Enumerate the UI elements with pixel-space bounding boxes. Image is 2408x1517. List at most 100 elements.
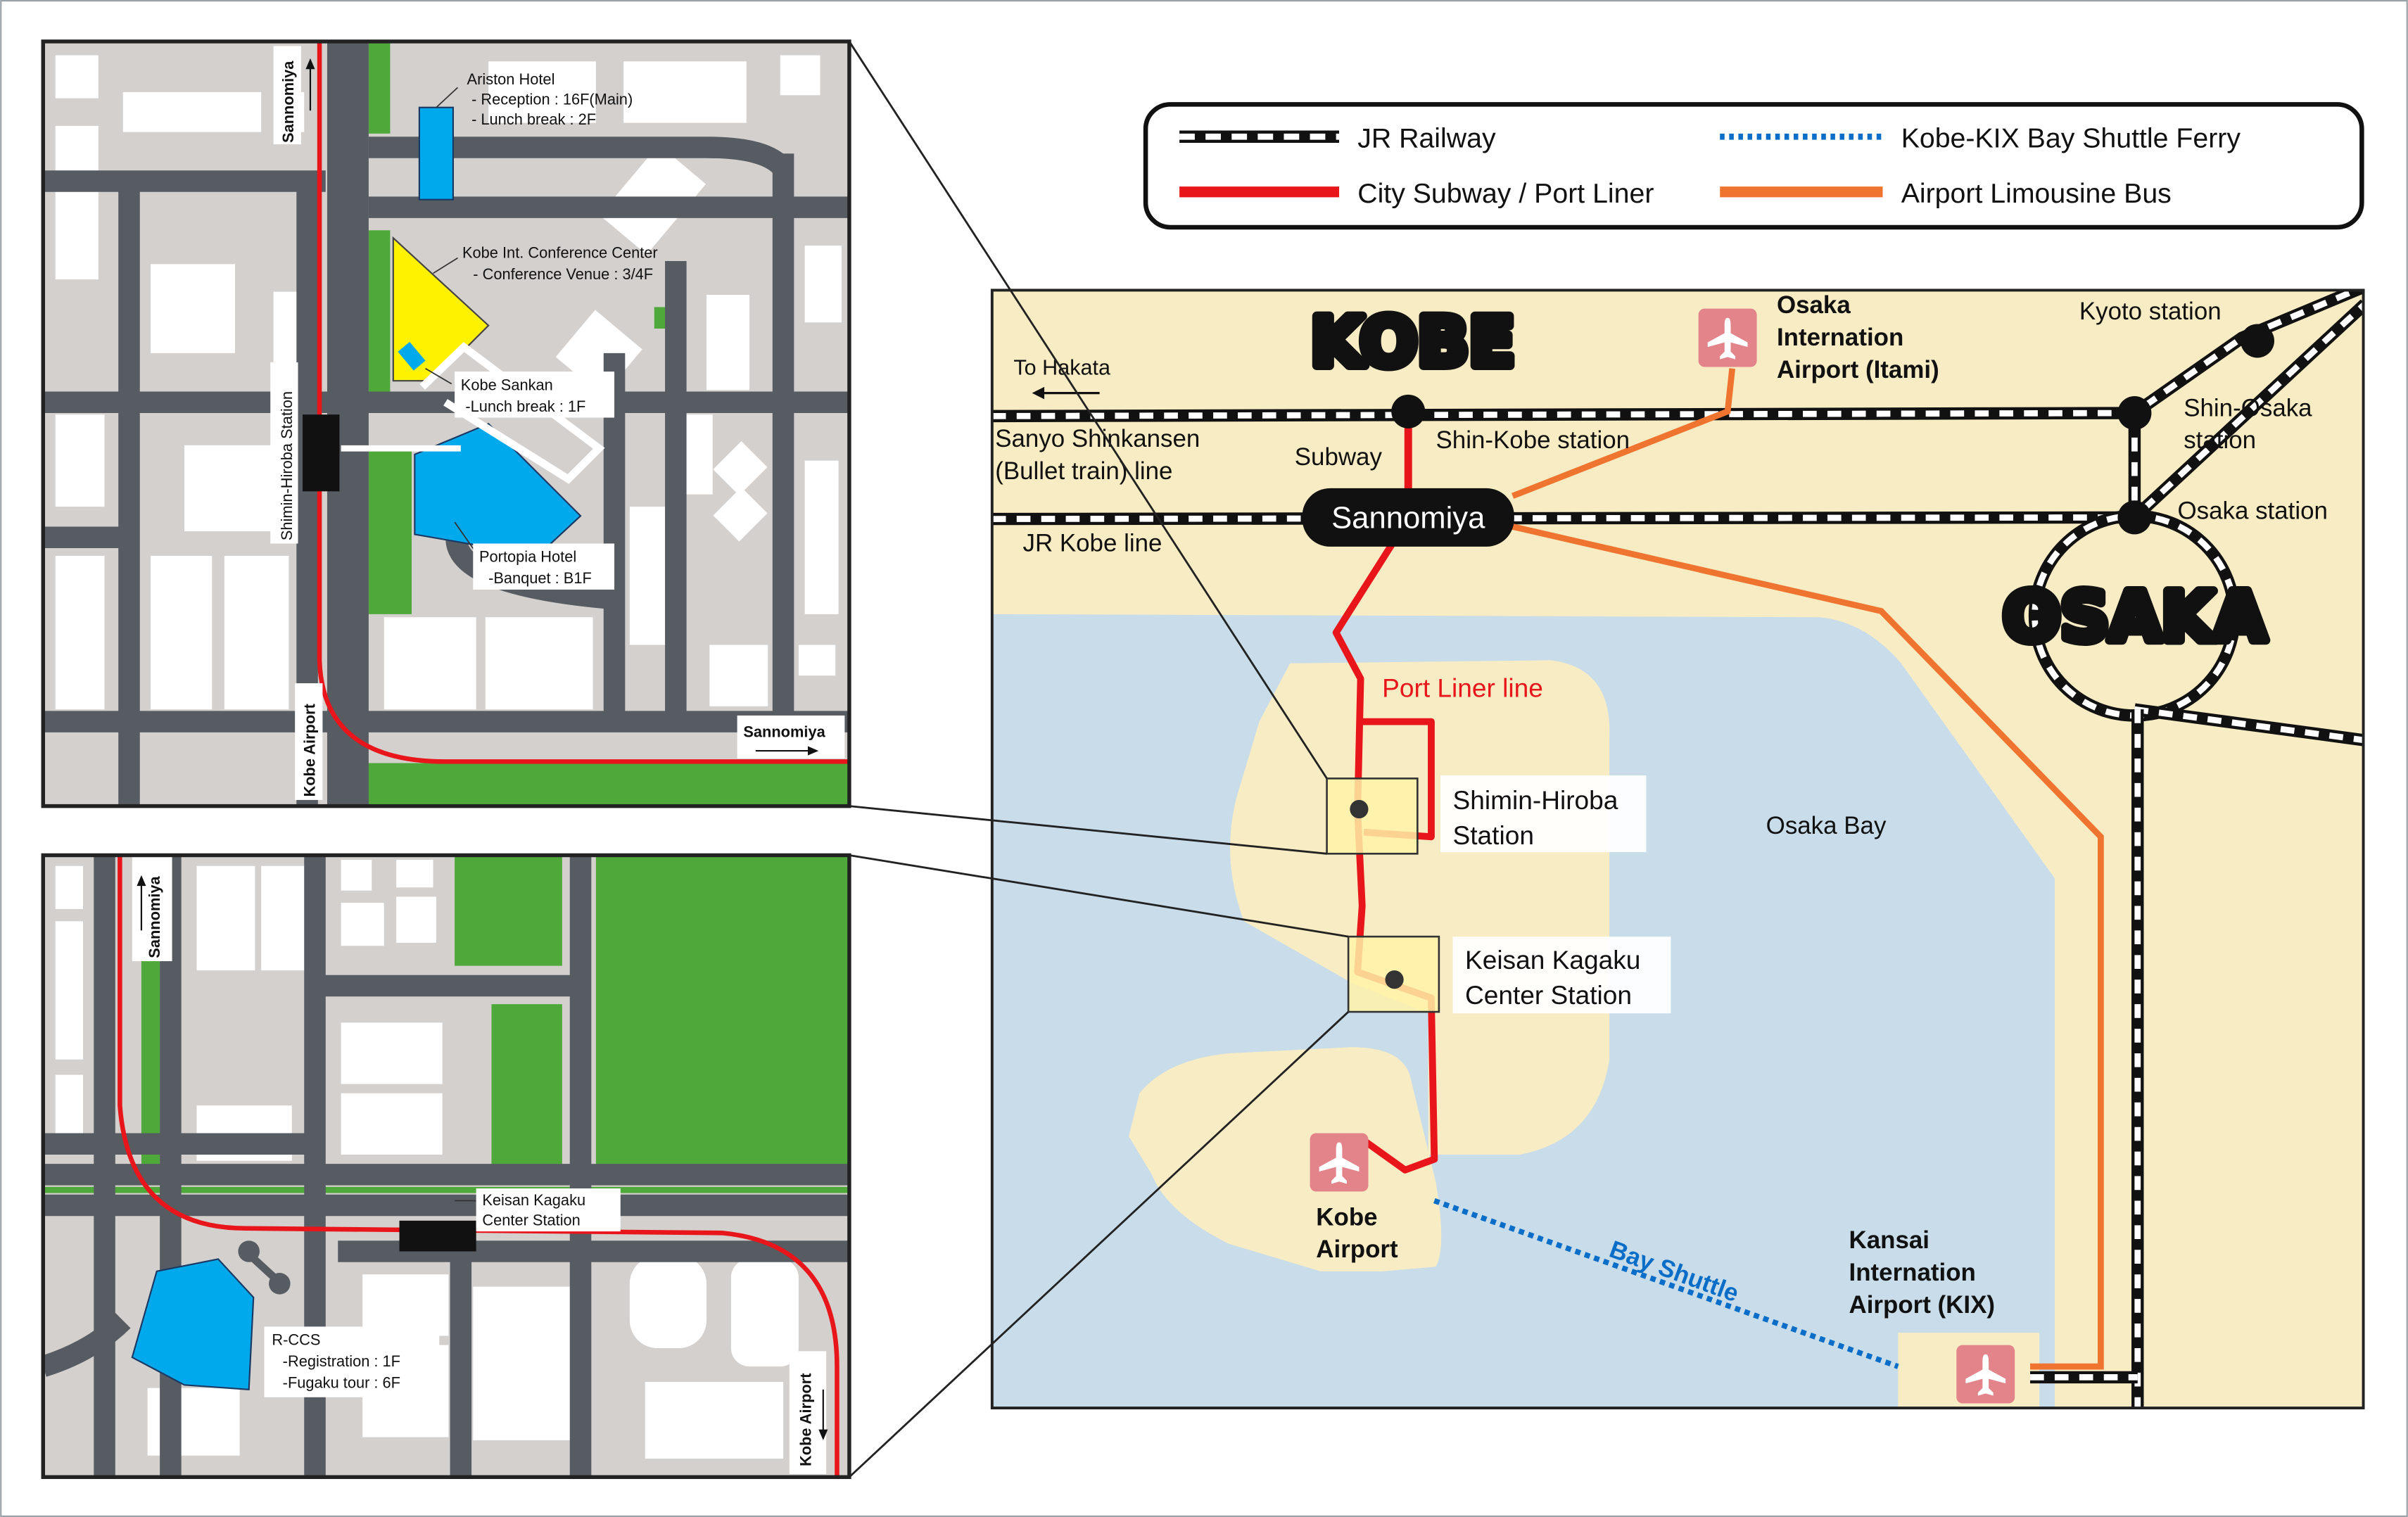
bay-shuttle-route — [1433, 1198, 1899, 1369]
ariston-hotel-building — [418, 106, 455, 201]
kyoto-label: Kyoto station — [2079, 298, 2222, 325]
shinkansen-line-label-2: (Bullet train) line — [995, 457, 1172, 485]
rccs-label-bg — [264, 1326, 440, 1397]
walkway — [419, 342, 605, 484]
legend-box — [1143, 102, 2364, 230]
portopia-label-bg — [473, 543, 615, 590]
sankan-label-1: Kobe Sankan — [461, 376, 553, 393]
inset-bottom-buildings — [55, 860, 799, 1459]
kix-label-2: Internation — [1849, 1259, 1976, 1286]
legend: JR Railway City Subway / Port Liner Kobe… — [1143, 102, 2364, 230]
shin-osaka-station-dot — [2117, 396, 2152, 431]
shin-osaka-label-2: station — [2184, 426, 2256, 454]
legend-subway-label: City Subway / Port Liner — [1357, 178, 1654, 209]
kobe-airport-island — [1129, 1047, 1442, 1271]
sannomiya-bottom-bg — [132, 856, 172, 962]
main-map: Sannomiya KOBE KOBE OSAKA OSAKA To Hakat… — [990, 288, 2365, 1410]
keisan-kagaku-dot — [1385, 970, 1404, 989]
port-liner-label: Port Liner line — [1382, 673, 1543, 703]
osaka-title: OSAKA — [2003, 578, 2267, 656]
to-hakata-label: To Hakata — [1013, 355, 1110, 379]
kobe-airport-label-1: Kobe — [1316, 1203, 1377, 1231]
legend-jr-label: JR Railway — [1357, 122, 1496, 153]
shimin-station-label-bg — [270, 362, 298, 544]
itami-label-3: Airport (Itami) — [1777, 356, 1939, 383]
ariston-label-3: - Lunch break : 2F — [471, 110, 596, 128]
keisan-label-bg — [476, 1188, 621, 1232]
kobe-airport-bottom-bg — [789, 1351, 827, 1474]
shin-kobe-station-dot — [1391, 394, 1426, 429]
osaka-station-label: Osaka station — [2178, 497, 2328, 525]
keisan-kagaku-label-bg — [1452, 937, 1671, 1014]
portopia-label-1: Portopia Hotel — [479, 548, 576, 566]
keisan-kagaku-station-block — [399, 1220, 476, 1252]
rccs-label-1: R-CCS — [272, 1331, 320, 1349]
inset-keisan-kagaku: Keisan Kagaku Center Station R-CCS -Regi… — [41, 853, 851, 1479]
conference-label-1: Kobe Int. Conference Center — [462, 244, 658, 262]
sannomiya-top-arrow — [305, 58, 315, 111]
shimin-hiroba-station-block — [303, 414, 340, 492]
kix-label-3: Airport (KIX) — [1849, 1291, 1995, 1319]
itami-airport-icon — [1698, 308, 1757, 367]
osaka-bay-label: Osaka Bay — [1766, 812, 1887, 839]
osaka-shore — [2142, 721, 2364, 1409]
shimin-hiroba-label-1: Shimin-Hiroba — [1453, 785, 1618, 815]
bus-to-kix — [1512, 523, 2104, 1370]
shinkansen-line-label-1: Sanyo Shinkansen — [995, 425, 1200, 452]
shin-osaka-label-1: Shin-Osaka — [2184, 394, 2312, 421]
conference-label-2: - Conference Venue : 3/4F — [473, 265, 653, 283]
kobe-airport-label-2: Airport — [1316, 1236, 1398, 1263]
rccs-building — [131, 1240, 291, 1391]
shimin-hiroba-box — [1326, 777, 1419, 855]
sannomiya-top-label: Sannomiya — [279, 61, 297, 143]
itami-label-1: Osaka — [1777, 291, 1851, 319]
inset-shimin-hiroba: Ariston Hotel - Reception : 16F(Main) - … — [41, 39, 851, 808]
shimin-hiroba-label-2: Station — [1453, 820, 1534, 850]
main-map-frame — [990, 288, 2365, 1410]
keisan-kagaku-label-1: Keisan Kagaku — [1465, 945, 1640, 975]
shin-kobe-label: Shin-Kobe station — [1436, 426, 1630, 454]
sannomiya-bottom-arrow — [137, 875, 146, 931]
shimin-station-label: Shimin-Hiroba Station — [278, 391, 296, 540]
portopia-hotel-building — [414, 422, 582, 557]
sannomiya-right-label: Sannomiya — [743, 723, 825, 740]
ariston-label-2: - Reception : 16F(Main) — [471, 90, 633, 108]
sannomiya-pill — [1302, 488, 1514, 547]
inset-bottom-frame — [41, 853, 851, 1479]
inset-top-port-liner — [317, 41, 849, 764]
sannomiya-bottom-label: Sannomiya — [146, 875, 163, 958]
rccs-label-3: -Fugaku tour : 6F — [283, 1374, 400, 1392]
kobe-airport-icon — [1310, 1133, 1369, 1192]
kobe-airport-top-bg — [295, 683, 323, 800]
inset-bottom-parks — [43, 855, 849, 1193]
legend-bus-label: Airport Limousine Bus — [1901, 178, 2172, 209]
keisan-kagaku-label-2: Center Station — [1465, 980, 1632, 1010]
kobe-airport-bottom-arrow — [818, 1389, 828, 1440]
portopia-label-2: -Banquet : B1F — [488, 569, 592, 587]
inset-connectors — [848, 41, 1350, 1478]
kobe-airport-bottom-label: Kobe Airport — [797, 1373, 814, 1466]
shimin-hiroba-dot — [1350, 799, 1369, 819]
kyoto-station-dot — [2240, 324, 2274, 358]
bus-to-itami — [1512, 368, 1736, 499]
osaka-station-dot — [2117, 500, 2152, 535]
itami-label-2: Internation — [1777, 324, 1903, 351]
keisan-label-1: Keisan Kagaku — [482, 1191, 585, 1209]
kobe-airport-top-label: Kobe Airport — [301, 704, 319, 796]
subway-label: Subway — [1295, 443, 1383, 471]
legend-ferry-label: Kobe-KIX Bay Shuttle Ferry — [1901, 122, 2241, 153]
sankan-label-2: -Lunch break : 1F — [465, 398, 585, 415]
inset-top-leaders — [425, 87, 477, 554]
inset-top-frame — [41, 39, 851, 808]
rccs-label-2: -Registration : 1F — [283, 1352, 400, 1370]
kobe-title: KOBE — [1311, 303, 1515, 381]
shimin-hiroba-label-bg — [1440, 775, 1647, 853]
inset-top-parks — [362, 41, 849, 806]
keisan-label-2: Center Station — [482, 1211, 580, 1229]
kix-label-1: Kansai — [1849, 1226, 1929, 1254]
osaka-title-outline: OSAKA — [2003, 578, 2267, 656]
jr-kobe-line-label: JR Kobe line — [1023, 529, 1162, 557]
sannomiya-right-arrow — [755, 746, 819, 756]
sannomiya-label: Sannomiya — [1331, 501, 1485, 535]
